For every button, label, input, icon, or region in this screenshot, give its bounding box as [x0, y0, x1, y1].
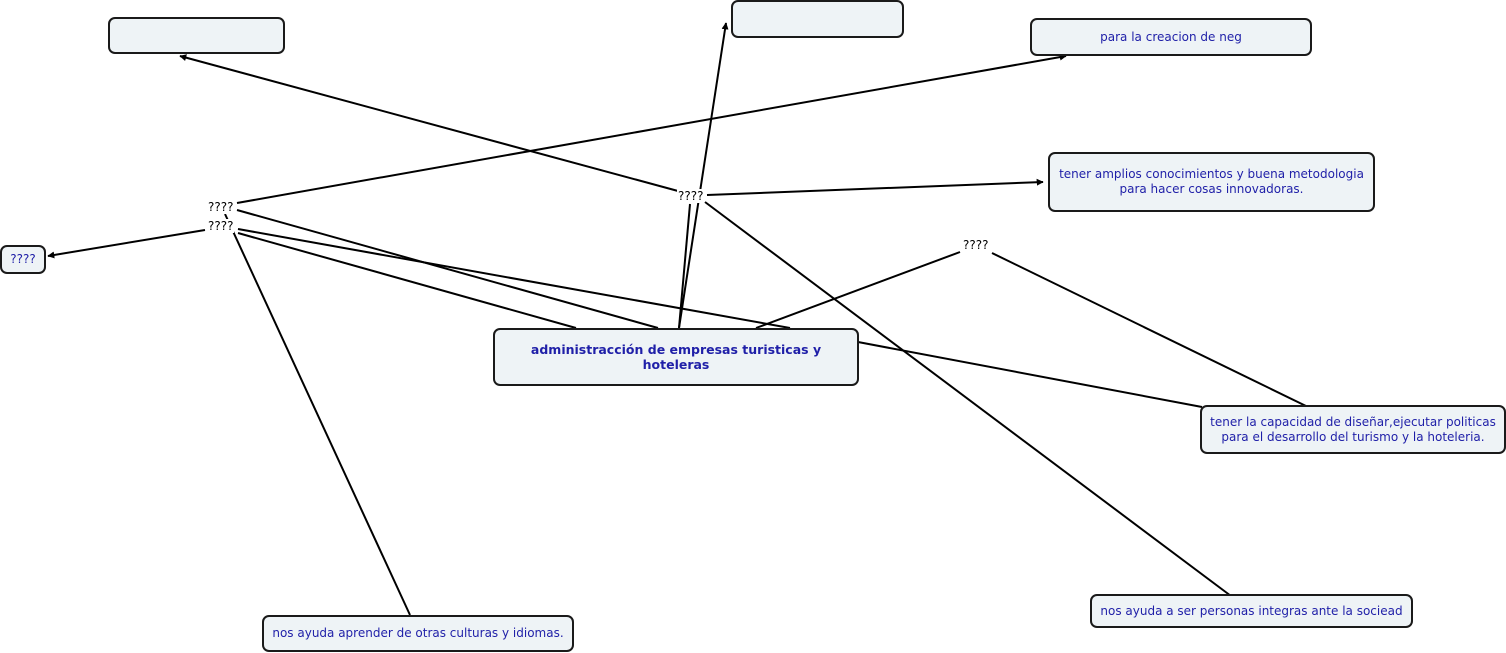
link-label-left-upper[interactable]: ???? [207, 200, 235, 214]
line-main-to-left-upper [236, 209, 659, 329]
line-center-to-integras [704, 201, 1232, 597]
line-right-label-to-capacidad [991, 252, 1307, 407]
concept-integras[interactable]: nos ayuda a ser personas integras ante l… [1090, 594, 1413, 628]
line-main-to-capacidad [857, 341, 1203, 408]
concept-capacidad-label: tener la capacidad de diseñar,ejecutar p… [1210, 414, 1496, 444]
line-left-lower-to-left-small [47, 229, 206, 259]
concept-creacion[interactable]: para la creacion de neg [1030, 18, 1312, 56]
line-main-to-left-lower-2 [237, 228, 791, 329]
line-main-to-center-label [678, 203, 691, 329]
line-center-to-top-left [179, 54, 679, 192]
link-label-right[interactable]: ???? [962, 238, 990, 252]
concept-culturas[interactable]: nos ayuda aprender de otras culturas y i… [262, 615, 574, 652]
line-left-lower-to-culturas [224, 213, 411, 616]
line-main-to-top-center [678, 22, 729, 329]
line-main-to-left-lower [237, 232, 577, 329]
concept-left-small[interactable]: ???? [0, 245, 46, 274]
concept-main[interactable]: administracción de empresas turisticas y… [493, 328, 859, 386]
concept-integras-label: nos ayuda a ser personas integras ante l… [1100, 603, 1403, 618]
concept-left-small-label: ???? [10, 252, 36, 266]
line-center-to-conocimientos [706, 178, 1044, 196]
concept-conocimientos-label: tener amplios conocimientos y buena meto… [1059, 167, 1364, 196]
concept-culturas-label: nos ayuda aprender de otras culturas y i… [272, 626, 564, 640]
concept-main-label: administracción de empresas turisticas y… [530, 342, 822, 372]
concept-conocimientos[interactable]: tener amplios conocimientos y buena meto… [1048, 152, 1375, 212]
line-left-upper-to-creacion [236, 53, 1067, 204]
concept-top-left-empty[interactable] [108, 17, 285, 54]
concept-top-center-empty[interactable] [731, 0, 904, 38]
concept-capacidad[interactable]: tener la capacidad de diseñar,ejecutar p… [1200, 405, 1506, 454]
link-label-center[interactable]: ???? [677, 189, 705, 203]
link-label-left-lower[interactable]: ???? [207, 219, 235, 233]
concept-creacion-label: para la creacion de neg [1100, 29, 1242, 44]
line-main-to-right-label [755, 251, 961, 329]
